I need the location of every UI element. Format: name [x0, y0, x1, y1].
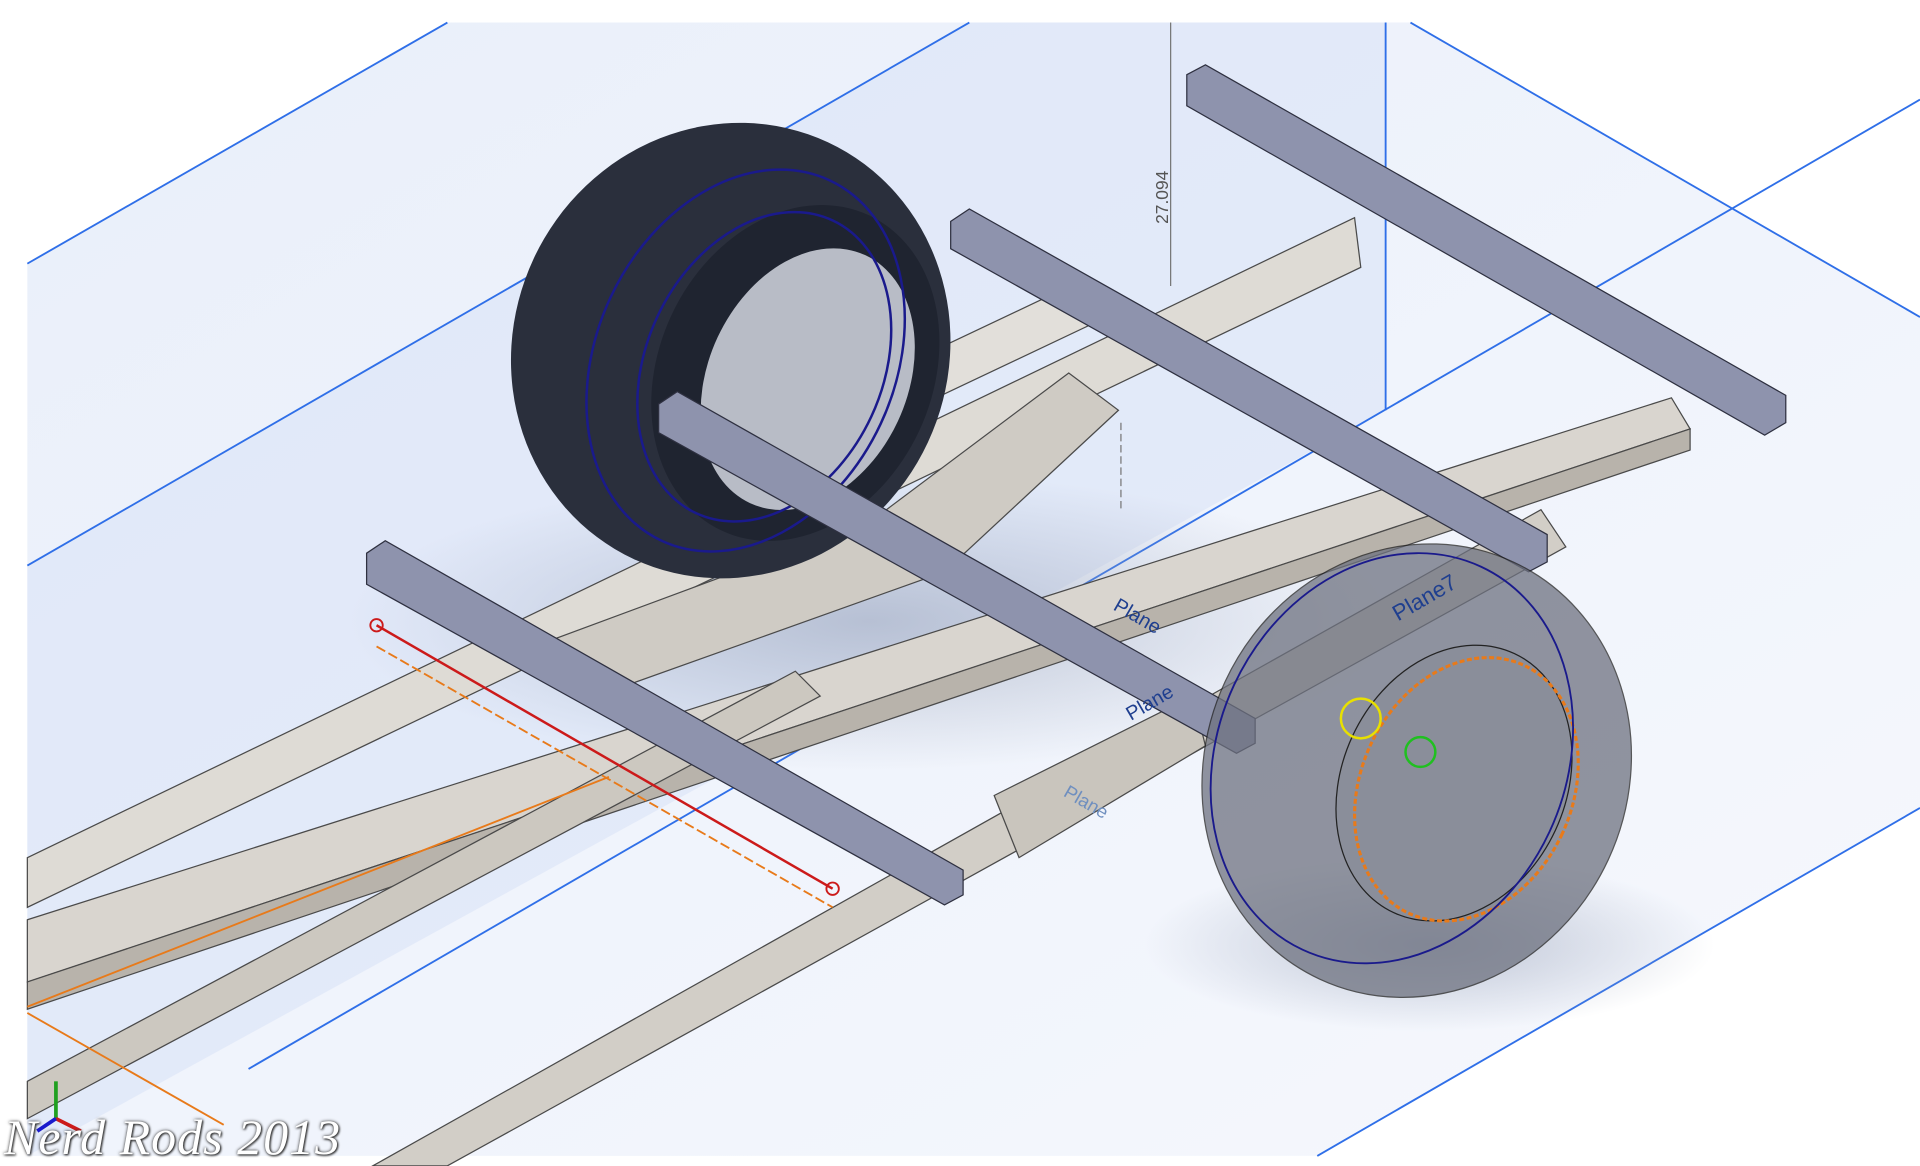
watermark: Nerd Rods 2013 [4, 1109, 342, 1165]
right-wheel [1201, 543, 1633, 998]
crossbars [365, 64, 1787, 906]
axis-triad-icon [36, 1081, 82, 1133]
sketch-lines [26, 22, 1172, 1126]
dimension-label[interactable]: 27.094 [1152, 170, 1172, 223]
